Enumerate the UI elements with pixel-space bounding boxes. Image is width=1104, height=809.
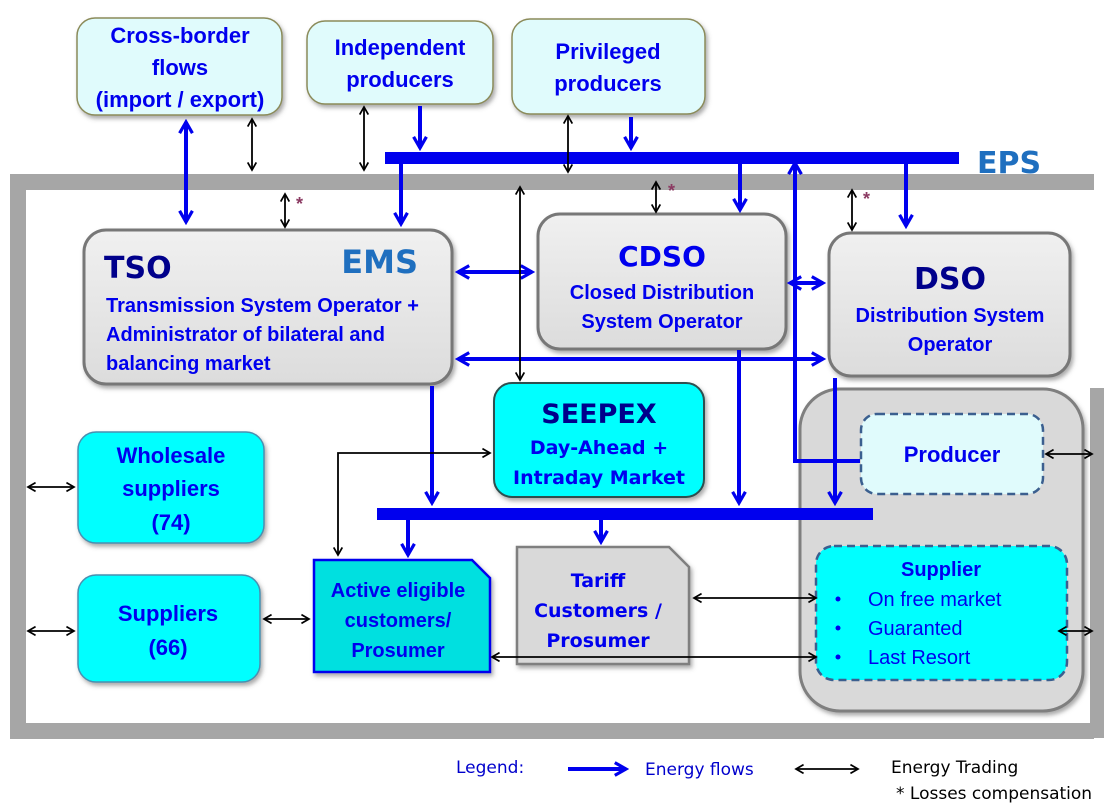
independent-producers-box[interactable]: Independent producers <box>306 20 494 105</box>
tariff-customers-box[interactable]: Tariff Customers / Prosumer <box>515 545 691 666</box>
producer-box[interactable]: Producer <box>859 412 1045 496</box>
privileged-producers-box[interactable]: Privileged producers <box>511 18 706 115</box>
bullet-icon <box>835 625 841 631</box>
supplier-item-last-resort: Last Resort <box>868 647 971 669</box>
seepex-title: SEEPEX <box>541 399 657 430</box>
seepex-line-1: Day-Ahead + <box>530 437 668 459</box>
active-customers-label-2: customers/ <box>345 610 452 632</box>
bullet-icon <box>835 596 841 602</box>
cross-border-label-2: flows <box>152 55 208 80</box>
supplier-item-guaranted: Guaranted <box>868 618 963 640</box>
cdso-box[interactable]: CDSO Closed Distribution System Operator <box>536 212 788 351</box>
legend-label: Legend: <box>456 758 524 778</box>
privileged-label-1: Privileged <box>555 39 660 64</box>
suppliers-label-1: Suppliers <box>118 601 218 626</box>
cross-border-label-3: (import / export) <box>96 87 265 112</box>
distribution-bus-bar <box>377 508 873 520</box>
wholesale-label-2: suppliers <box>122 476 220 501</box>
trading-arrows <box>26 105 1094 663</box>
tso-line-3: balancing market <box>106 353 271 375</box>
cdso-line-2: System Operator <box>581 311 742 333</box>
seepex-line-2: Intraday Market <box>513 467 685 489</box>
wholesale-suppliers-box[interactable]: Wholesale suppliers (74) <box>77 431 265 544</box>
dso-line-2: Operator <box>908 334 993 356</box>
suppliers-label-2: (66) <box>148 635 187 660</box>
cross-border-flows-box[interactable]: Cross-border flows (import / export) <box>76 17 283 116</box>
tso-title: TSO <box>104 251 172 286</box>
cross-border-label-1: Cross-border <box>110 23 250 48</box>
losses-marker-dso: * <box>863 189 870 209</box>
tariff-label-3: Prosumer <box>546 630 650 652</box>
bullet-icon <box>835 654 841 660</box>
wholesale-label-1: Wholesale <box>117 443 226 468</box>
legend-losses: * Losses compensation <box>896 784 1092 804</box>
supplier-item-free-market: On free market <box>868 589 1002 611</box>
eps-bus-bar <box>385 152 959 164</box>
cdso-title: CDSO <box>618 240 706 273</box>
tso-line-2: Administrator of bilateral and <box>106 324 385 346</box>
tariff-label-2: Customers / <box>534 600 662 622</box>
legend-energy-flows: Energy flows <box>645 760 754 780</box>
tso-box[interactable]: TSO EMS Transmission System Operator + A… <box>82 228 454 386</box>
dso-box[interactable]: DSO Distribution System Operator <box>827 231 1072 378</box>
independent-label-2: producers <box>346 67 454 92</box>
supplier-title: Supplier <box>901 559 981 581</box>
wholesale-label-3: (74) <box>151 510 190 535</box>
active-customers-label-3: Prosumer <box>351 640 445 662</box>
energy-flow-producer-eps <box>787 159 860 463</box>
ems-label: EMS <box>341 243 418 281</box>
suppliers-box[interactable]: Suppliers (66) <box>77 574 261 683</box>
seepex-box[interactable]: SEEPEX Day-Ahead + Intraday Market <box>493 382 705 498</box>
legend: Legend: Energy flows Energy Trading * Lo… <box>456 758 1092 804</box>
losses-marker-cdso: * <box>668 181 675 201</box>
tso-line-1: Transmission System Operator + <box>106 295 419 317</box>
privileged-label-2: producers <box>554 71 662 96</box>
cdso-line-1: Closed Distribution <box>570 282 754 304</box>
dso-line-1: Distribution System <box>856 305 1045 327</box>
tariff-label-1: Tariff <box>571 570 626 592</box>
producer-label: Producer <box>904 442 1001 467</box>
active-eligible-customers-box[interactable]: Active eligible customers/ Prosumer <box>312 558 492 674</box>
legend-energy-trading: Energy Trading <box>891 758 1018 778</box>
supplier-box[interactable]: Supplier On free market Guaranted Last R… <box>814 544 1069 682</box>
dso-title: DSO <box>914 262 986 297</box>
eps-label: EPS <box>977 146 1041 181</box>
independent-label-1: Independent <box>335 35 466 60</box>
active-customers-label-1: Active eligible <box>331 580 466 602</box>
losses-marker-tso: * <box>296 194 303 214</box>
trading-active-seepex <box>332 447 492 557</box>
